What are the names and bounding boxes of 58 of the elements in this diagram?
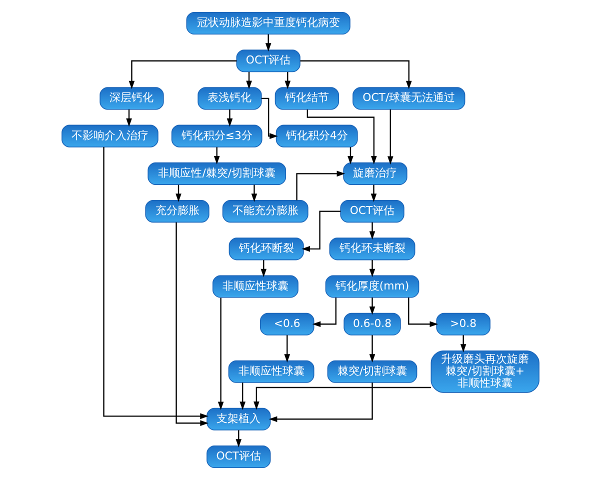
node-box: 非顺应性/棘突/切割球囊 bbox=[147, 162, 286, 185]
arrow bbox=[175, 222, 208, 426]
arrow bbox=[250, 184, 257, 202]
node-box: 钙化环未断裂 bbox=[328, 238, 415, 260]
arrow bbox=[128, 60, 236, 90]
node-box: 不能充分膨胀 bbox=[222, 200, 308, 223]
node-box: <0.6 bbox=[260, 312, 314, 336]
arrow bbox=[296, 170, 345, 200]
arrow bbox=[284, 72, 290, 90]
arrow bbox=[213, 147, 220, 164]
node-box: 0.6-0.8 bbox=[343, 312, 400, 336]
arrow bbox=[312, 298, 336, 328]
arrow bbox=[370, 184, 376, 202]
node-box: 钙化环断裂 bbox=[228, 238, 304, 260]
node-box: 深层钙化 bbox=[99, 87, 164, 110]
node-box: OCT评估 bbox=[236, 50, 300, 72]
arrow bbox=[260, 98, 278, 139]
node-box: OCT/球囊无法通过 bbox=[352, 87, 465, 110]
node-box: 钙化结节 bbox=[274, 87, 338, 110]
node-box: 冠状动脉造影中重度钙化病变 bbox=[186, 12, 350, 35]
arrow bbox=[408, 298, 438, 328]
node-box: 支架植入 bbox=[206, 408, 270, 430]
node-box: 棘突/切割球囊 bbox=[326, 360, 417, 383]
node-box: 充分膨胀 bbox=[144, 200, 209, 223]
arrow bbox=[301, 210, 340, 252]
arrow bbox=[460, 335, 466, 352]
node-box: 旋磨治疗 bbox=[342, 162, 407, 185]
node-box: 升级磨头再次旋磨棘突/切割球囊+非顺性球囊 bbox=[430, 350, 539, 393]
node-box: OCT评估 bbox=[340, 200, 404, 223]
arrow bbox=[368, 298, 375, 315]
arrow bbox=[217, 298, 224, 410]
node-box: 表浅钙化 bbox=[197, 87, 262, 110]
arrow bbox=[175, 184, 181, 202]
node-box: 钙化积分4分 bbox=[275, 124, 358, 148]
arrow bbox=[300, 60, 412, 90]
arrow bbox=[126, 110, 132, 127]
node-box: 非顺应性球囊 bbox=[212, 275, 298, 298]
arrow bbox=[284, 335, 290, 362]
node-box: 非顺应性球囊 bbox=[228, 360, 314, 383]
arrow bbox=[347, 147, 353, 164]
node-box: OCT评估 bbox=[206, 445, 270, 468]
node-box: 钙化积分≤3分 bbox=[170, 124, 262, 148]
arrow bbox=[264, 34, 271, 52]
arrow bbox=[386, 110, 393, 165]
arrow bbox=[246, 72, 252, 90]
arrow bbox=[253, 386, 430, 410]
arrow bbox=[226, 110, 232, 127]
arrow bbox=[306, 110, 376, 164]
node-box: 钙化厚度(mm) bbox=[324, 275, 419, 298]
arrow bbox=[268, 382, 372, 422]
arrow bbox=[368, 222, 375, 240]
arrow bbox=[239, 382, 246, 410]
arrow bbox=[235, 430, 242, 448]
node-box: >0.8 bbox=[436, 312, 490, 336]
arrow bbox=[368, 260, 375, 278]
arrow bbox=[368, 335, 375, 362]
node-box: 不影响介入治疗 bbox=[61, 124, 158, 148]
arrow bbox=[260, 260, 266, 278]
